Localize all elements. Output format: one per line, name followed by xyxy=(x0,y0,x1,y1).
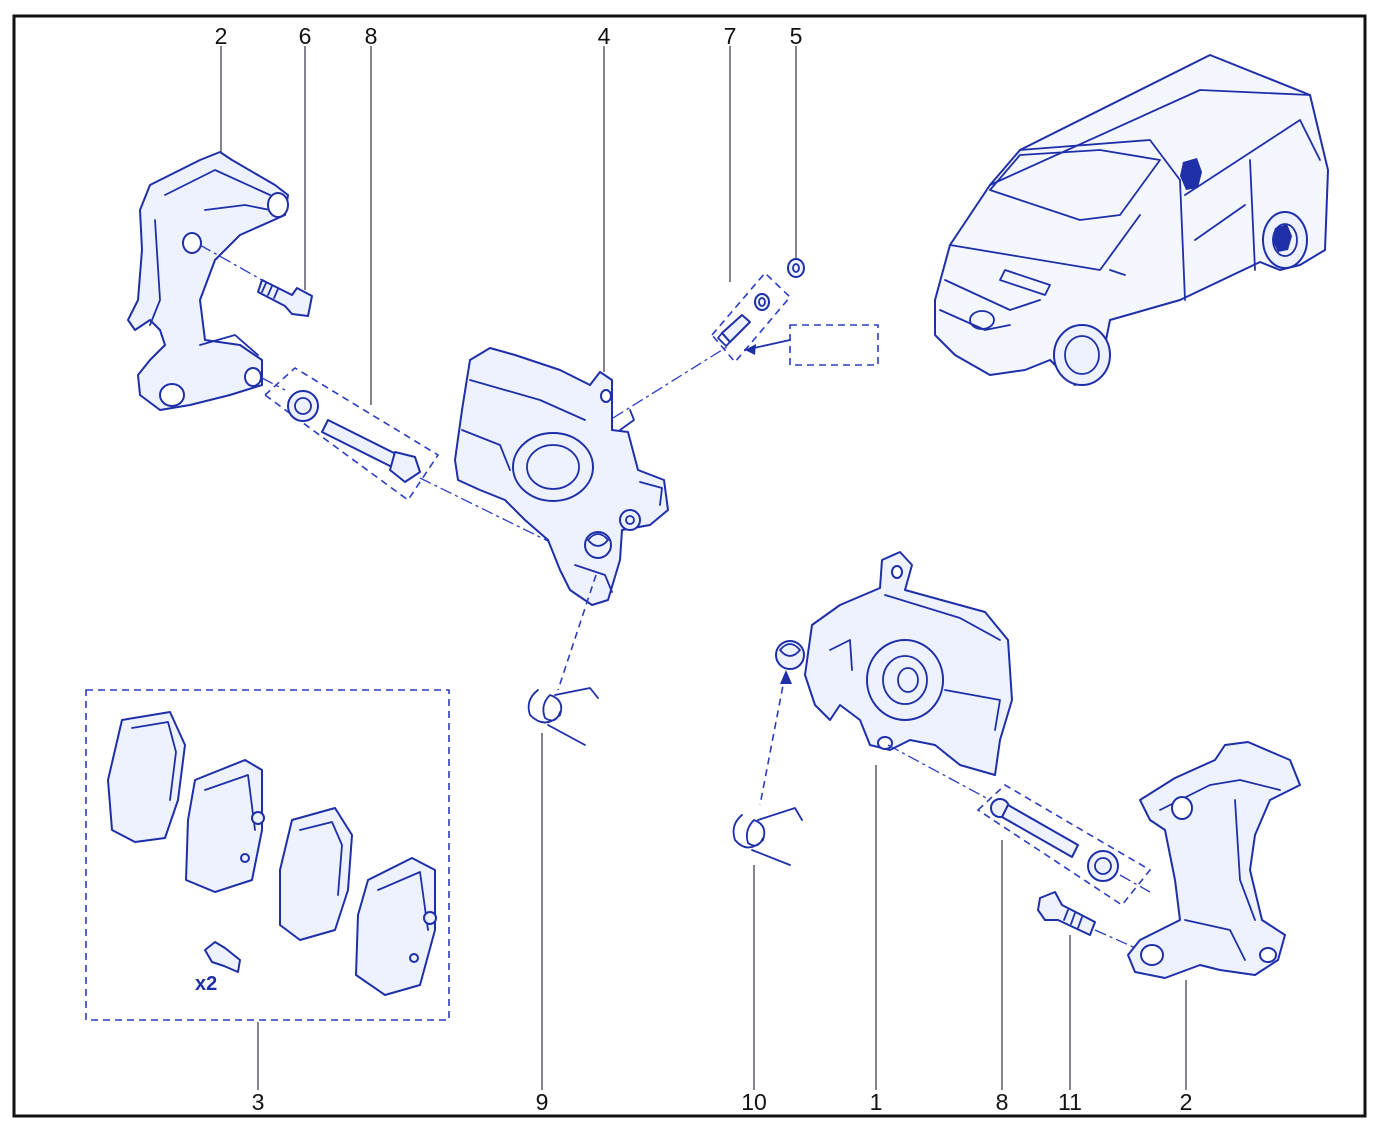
callout-10: 10 xyxy=(741,1089,767,1115)
bolt-11 xyxy=(1037,891,1141,951)
callout-1: 1 xyxy=(870,1089,883,1115)
caliper-carrier-right xyxy=(1127,741,1301,979)
callout-6: 6 xyxy=(299,23,312,49)
callout-3: 3 xyxy=(252,1089,265,1115)
callout-5: 5 xyxy=(790,23,803,49)
callout-2-top: 2 xyxy=(215,23,228,49)
leader-lines xyxy=(220,46,1187,1090)
callout-7: 7 xyxy=(724,23,737,49)
brake-caliper-1 xyxy=(775,551,1013,776)
guide-pin-kit-top xyxy=(261,367,551,543)
pad-kit-quantity: x2 xyxy=(195,973,217,995)
callout-9: 9 xyxy=(536,1089,549,1115)
callout-2-bottom: 2 xyxy=(1180,1089,1193,1115)
dust-cap-5 xyxy=(787,258,805,278)
bleed-screw-kit-7 xyxy=(710,271,879,366)
caliper-carrier-left xyxy=(127,151,289,411)
callout-11: 11 xyxy=(1058,1089,1082,1115)
spring-9 xyxy=(527,574,599,746)
bolt-6 xyxy=(199,244,313,317)
spring-10 xyxy=(732,670,803,866)
van-illustration xyxy=(934,54,1329,386)
callout-8-bottom: 8 xyxy=(996,1089,1009,1115)
brake-pad-kit-3: x2 xyxy=(85,689,450,1021)
diagram-frame xyxy=(12,14,1367,1118)
brake-caliper-4 xyxy=(454,344,731,606)
callout-labels: 2 6 8 4 7 5 3 9 10 1 8 11 2 xyxy=(215,23,1193,1115)
guide-pin-kit-bottom xyxy=(887,744,1152,907)
callout-8-top: 8 xyxy=(365,23,378,49)
callout-4: 4 xyxy=(598,23,611,49)
